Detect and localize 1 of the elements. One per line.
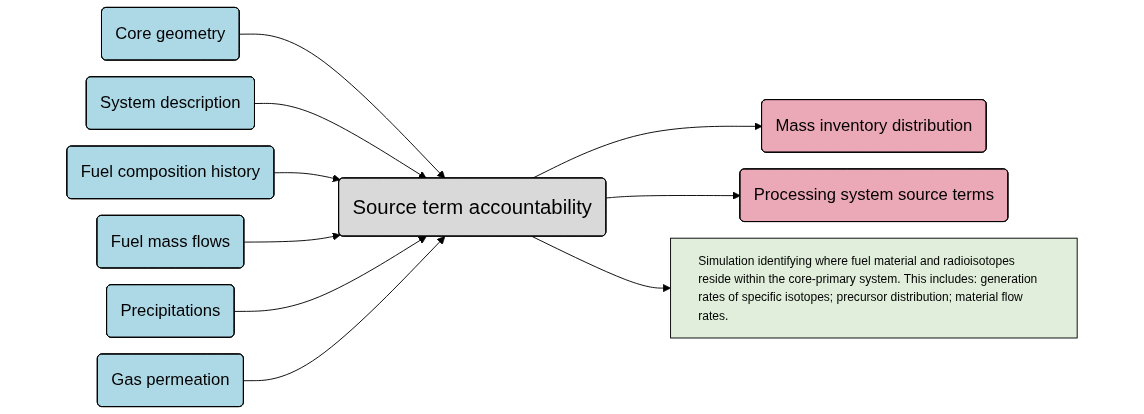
node-box: Simulation identifying where fuel material and radioisotopes reside within the core-primary system. This includes: generation rates of specific isotopes; precursor distribution; material flow rates.: [670, 237, 1078, 339]
